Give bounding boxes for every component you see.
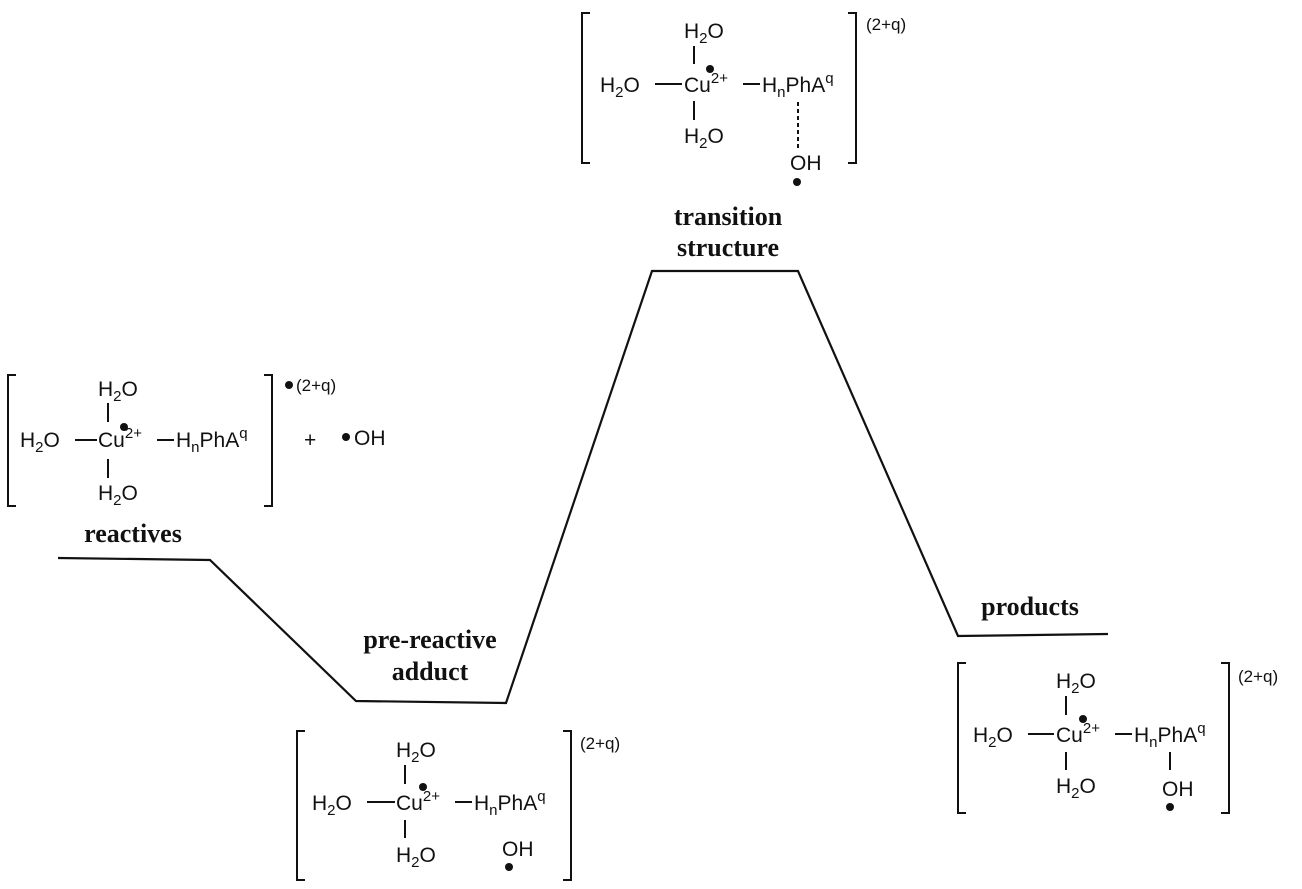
right-bracket [563, 730, 572, 881]
reactives-complex: H2O H2O Cu2+ HnPhAq H2O (2+q) + OH [7, 374, 386, 509]
transition-complex: H2O H2O Cu2+ HnPhAq H2O OH (2+q) [581, 12, 906, 186]
hydroxyl: OH [790, 152, 822, 175]
total-charge: (2+q) [580, 734, 620, 753]
products-complex: H2O H2O Cu2+ HnPhAq H2O OH (2+q) [957, 662, 1278, 814]
radical-dot [706, 65, 714, 73]
radical-dot [1079, 715, 1087, 723]
left-bracket [581, 12, 590, 164]
hydroxyl: OH [1162, 778, 1194, 801]
top-water: H2O [98, 378, 138, 405]
top-water: H2O [396, 739, 436, 766]
total-charge: (2+q) [296, 376, 336, 395]
left-bracket [296, 730, 305, 881]
copper: Cu2+ [98, 425, 142, 452]
left-water: H2O [20, 429, 60, 456]
oh-radical-dot [1166, 803, 1174, 811]
top-water: H2O [1056, 670, 1096, 697]
oh-radical-dot [793, 178, 801, 186]
hydroxyl-radical: OH [354, 427, 386, 450]
radical-dot [120, 423, 128, 431]
oh-radical-dot [342, 433, 350, 441]
oh-radical-dot [505, 863, 513, 871]
bottom-water: H2O [98, 482, 138, 509]
left-bracket [7, 374, 16, 507]
reactives-label: reactives [84, 519, 182, 548]
right-bracket [264, 374, 273, 507]
copper: Cu2+ [1056, 720, 1100, 747]
products-label: products [981, 592, 1079, 621]
bottom-water: H2O [1056, 775, 1096, 802]
ligand: HnPhAq [474, 788, 546, 819]
radical-dot [419, 783, 427, 791]
bottom-water: H2O [396, 844, 436, 871]
left-water: H2O [600, 74, 640, 101]
total-charge: (2+q) [866, 15, 906, 34]
ligand: HnPhAq [1134, 720, 1206, 751]
top-water: H2O [684, 20, 724, 47]
copper: Cu2+ [396, 788, 440, 815]
transition-label-line2: structure [677, 233, 779, 262]
plus-sign: + [304, 429, 316, 452]
bottom-water: H2O [684, 125, 724, 152]
total-charge: (2+q) [1238, 667, 1278, 686]
left-water: H2O [973, 724, 1013, 751]
pre-reactive-label-line2: adduct [392, 657, 469, 686]
pre-reactive-complex: H2O H2O Cu2+ HnPhAq H2O OH (2+q) [296, 730, 620, 881]
transition-label-line1: transition [674, 202, 783, 231]
ligand: HnPhAq [176, 425, 248, 456]
right-bracket [848, 12, 857, 164]
ligand: HnPhAq [762, 70, 834, 101]
copper: Cu2+ [684, 70, 728, 97]
charge-radical-dot [285, 381, 293, 389]
energy-profile-line [57, 269, 1109, 705]
left-water: H2O [312, 792, 352, 819]
right-bracket [1221, 662, 1230, 814]
pre-reactive-label-line1: pre-reactive [363, 625, 496, 654]
hydroxyl: OH [502, 838, 534, 861]
left-bracket [957, 662, 966, 814]
